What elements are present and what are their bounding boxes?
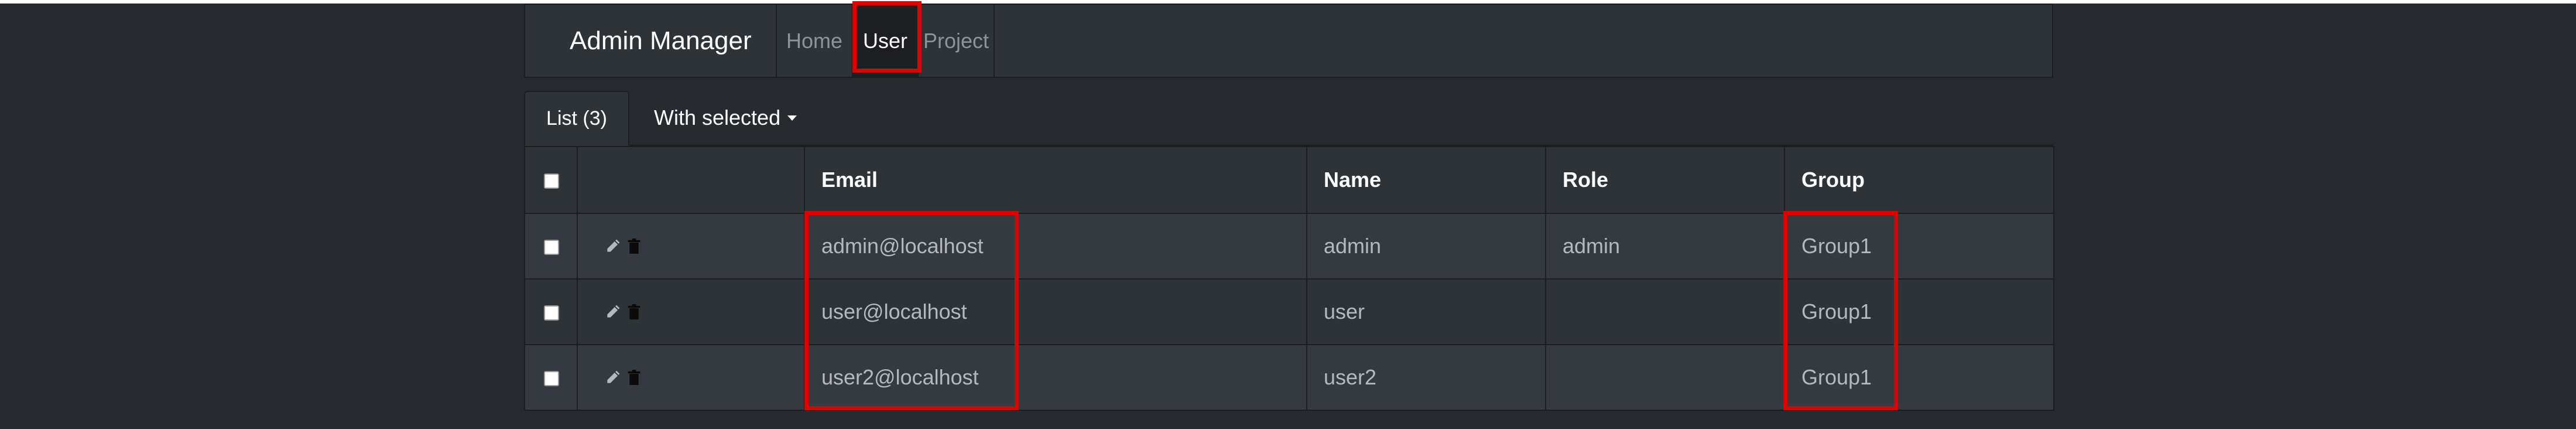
header-actions [577, 146, 805, 214]
cell-group: Group1 [1784, 213, 2054, 280]
cell-name: user2 [1306, 344, 1546, 411]
pencil-icon[interactable] [605, 304, 621, 320]
cell-email: user2@localhost [804, 344, 1307, 411]
pencil-icon[interactable] [605, 238, 621, 254]
with-selected-label: With selected [654, 105, 781, 130]
row-actions [577, 344, 805, 411]
navbar: Admin Manager Home User Project [524, 4, 2053, 78]
row-checkbox[interactable] [544, 305, 559, 321]
cell-group: Group1 [1784, 344, 2054, 411]
nav-home[interactable]: Home [777, 5, 853, 77]
cell-name: admin [1306, 213, 1546, 280]
header-group[interactable]: Group [1784, 146, 2054, 214]
row-select-cell [524, 344, 578, 411]
with-selected-dropdown[interactable]: With selected [629, 91, 797, 145]
table-row: user2@localhost user2 Group1 [524, 344, 2054, 411]
header-email[interactable]: Email [804, 146, 1307, 214]
caret-down-icon [787, 115, 797, 121]
row-select-cell [524, 278, 578, 345]
trash-icon[interactable] [627, 369, 641, 386]
cell-group: Group1 [1784, 278, 2054, 345]
row-select-cell [524, 213, 578, 280]
row-checkbox[interactable] [544, 240, 559, 256]
top-strip [0, 0, 2576, 4]
tabs: List (3) With selected [524, 91, 2053, 146]
cell-email: user@localhost [804, 278, 1307, 345]
cell-role: admin [1545, 213, 1785, 280]
users-table: Email Name Role Group [524, 146, 2054, 411]
header-select-all [524, 146, 578, 214]
pencil-icon[interactable] [605, 369, 621, 386]
table-row: user@localhost user Group1 [524, 278, 2054, 345]
cell-role [1545, 278, 1785, 345]
row-actions [577, 278, 805, 345]
page-container: Admin Manager Home User Project List (3)… [524, 4, 2054, 411]
trash-icon[interactable] [627, 238, 641, 254]
nav-user[interactable]: User [853, 5, 919, 77]
cell-role [1545, 344, 1785, 411]
row-actions [577, 213, 805, 280]
header-name[interactable]: Name [1306, 146, 1546, 214]
row-checkbox[interactable] [544, 371, 559, 387]
header-role[interactable]: Role [1545, 146, 1785, 214]
cell-name: user [1306, 278, 1546, 345]
table-header-row: Email Name Role Group [524, 146, 2054, 214]
tab-list[interactable]: List (3) [524, 91, 629, 146]
trash-icon[interactable] [627, 304, 641, 320]
nav-project[interactable]: Project [919, 5, 995, 77]
cell-email: admin@localhost [804, 213, 1307, 280]
select-all-checkbox[interactable] [544, 173, 559, 189]
brand[interactable]: Admin Manager [525, 5, 777, 77]
table-row: admin@localhost admin admin Group1 [524, 213, 2054, 280]
